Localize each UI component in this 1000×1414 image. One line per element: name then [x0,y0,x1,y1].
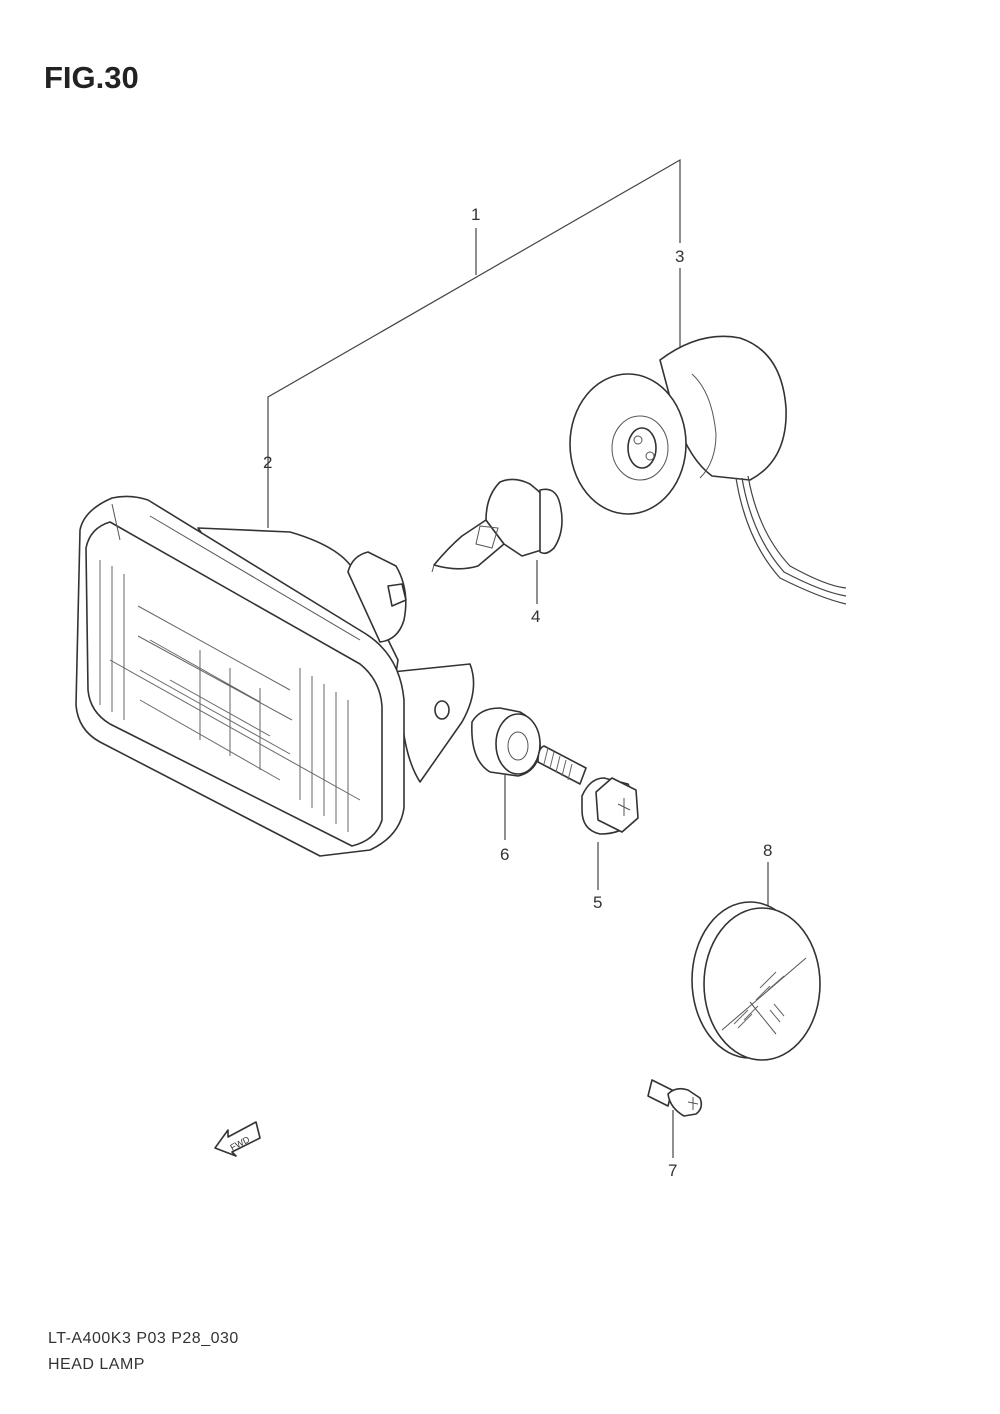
headlamp-housing [75,495,475,857]
socket-with-wiring [569,335,847,605]
figure-title: FIG.30 [44,60,139,95]
callout-7: 7 [668,1161,677,1180]
callout-3: 3 [675,247,684,266]
callout-1: 1 [471,205,480,224]
callout-4: 4 [531,607,540,626]
leader-lines [267,158,769,1158]
callout-8: 8 [763,841,772,860]
screw [647,1079,703,1117]
diagram-code: LT-A400K3 P03 P28_030 [48,1330,239,1347]
callout-5: 5 [593,893,602,912]
bulb [431,478,563,573]
grommet [471,707,541,777]
fwd-arrow: FWD [214,1121,261,1157]
bolt [537,745,639,835]
cap [691,901,821,1061]
callout-6: 6 [500,845,509,864]
diagram-name: HEAD LAMP [48,1356,145,1373]
callout-2: 2 [263,453,272,472]
callout-labels: 1 2 3 4 5 6 7 8 [263,205,772,1180]
